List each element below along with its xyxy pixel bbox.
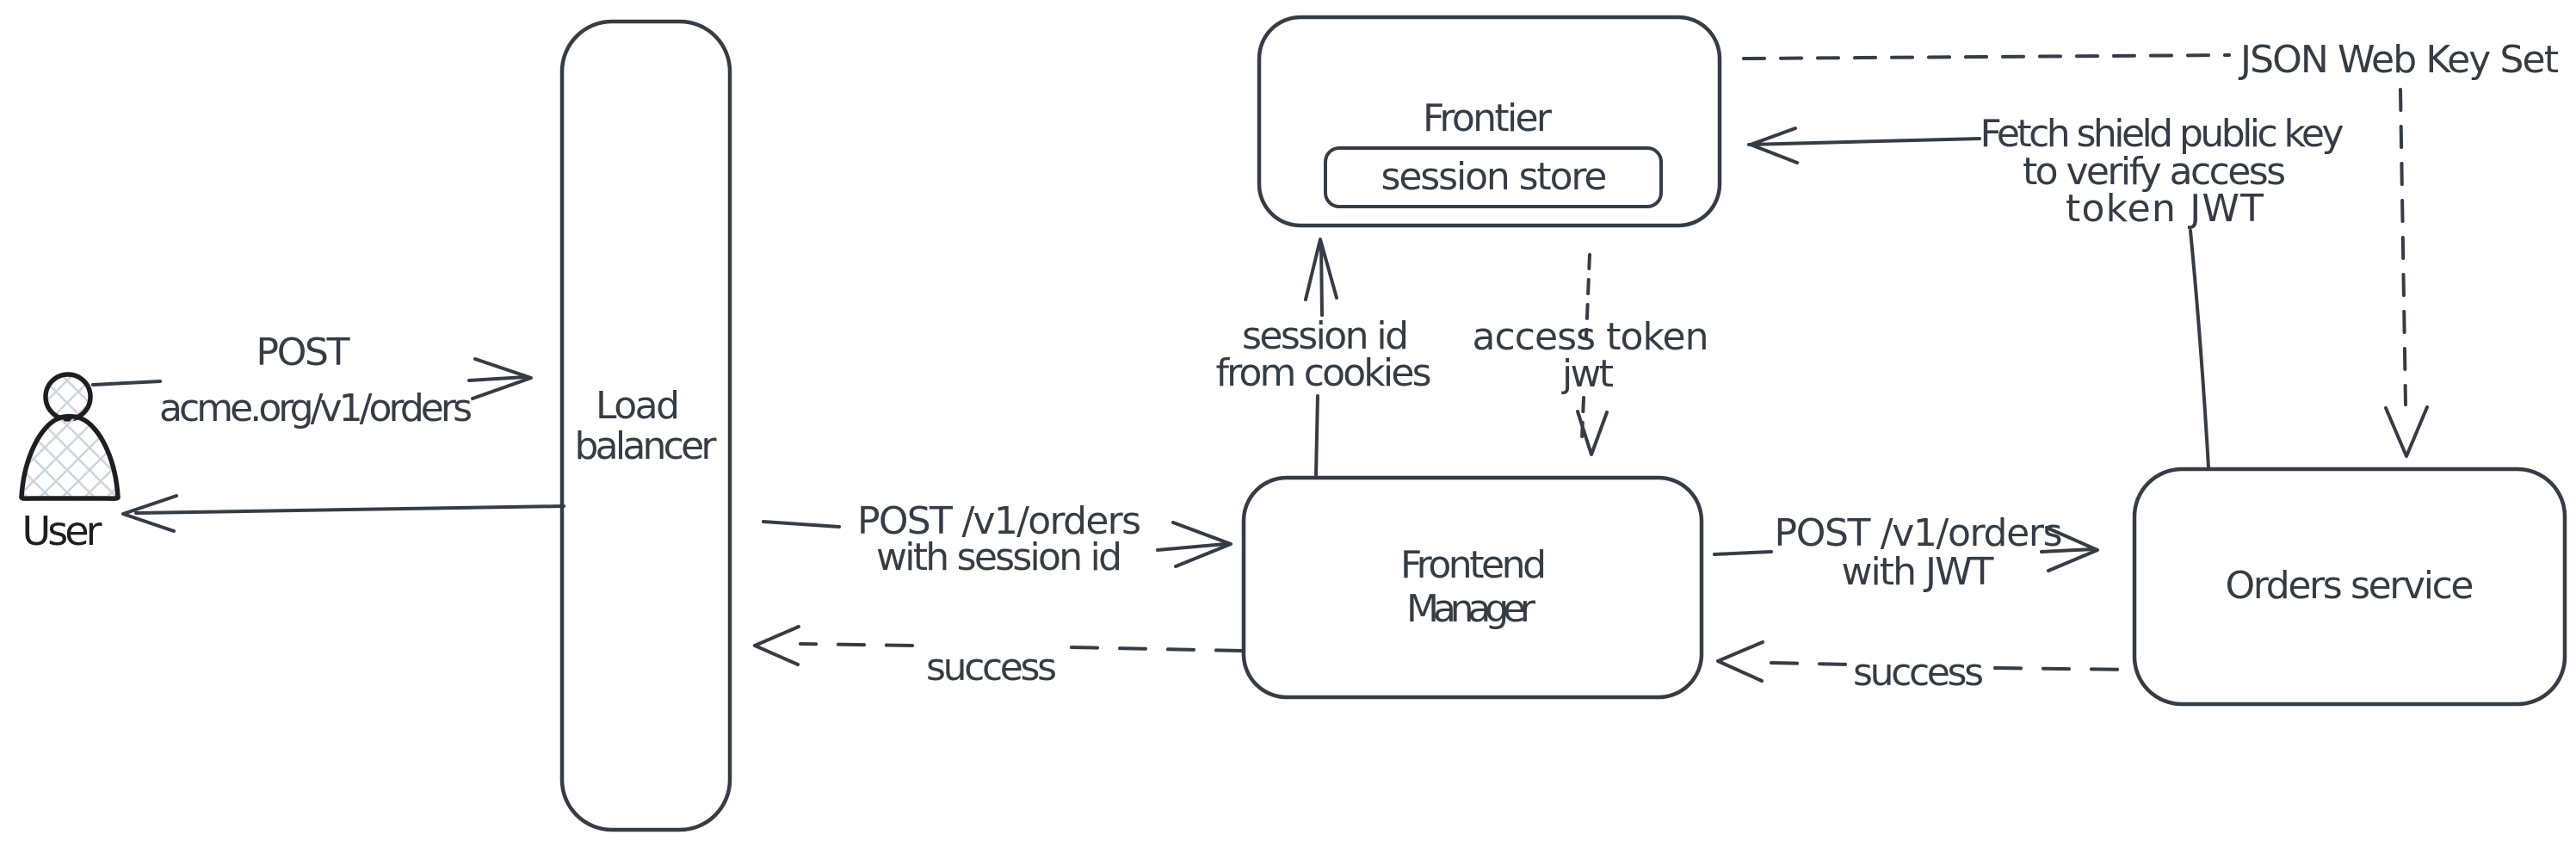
edge-session-id-arrow (1304, 238, 1338, 477)
load-balancer-box (559, 19, 732, 832)
arrowhead-right-icon (471, 357, 533, 400)
edge-fm-post-label-line2: with JWT (1842, 550, 1994, 594)
arrowhead-left-icon (121, 494, 178, 533)
edge-access-token-arrow (1576, 253, 1609, 456)
edge-fm-post-arrow (1713, 526, 2099, 572)
user-label: User (22, 508, 102, 554)
frontend-manager-label-line2: Manager (1406, 587, 1536, 631)
orders-service-box (2132, 467, 2567, 707)
edge-lb-response-arrow (121, 494, 565, 533)
edge-fm-success-label: success (1853, 651, 1984, 695)
edge-fetch-key-arrow (1747, 127, 2210, 469)
session-store-box (1324, 146, 1663, 208)
edge-jwks-vertical-arrow (2384, 88, 2429, 458)
edge-lb-post-arrow (762, 520, 1232, 568)
edge-access-token-label-line1: access token (1473, 315, 1709, 359)
edge-session-id-label-line1: session id (1242, 314, 1409, 358)
user-body-icon (19, 414, 120, 501)
arrowhead-right-icon (1171, 521, 1232, 568)
frontend-manager-label-line1: Frontend (1400, 543, 1547, 587)
arrowhead-down-icon (2384, 405, 2429, 458)
arrowhead-down-icon (1576, 410, 1609, 456)
user-icon (19, 372, 120, 501)
orders-service-label: Orders service (2226, 564, 2474, 608)
edge-lb-post-label-line2: with session id (876, 535, 1122, 579)
edge-fetch-key-label-line1: Fetch shield public key (1980, 112, 2344, 156)
arrowhead-right-icon (2045, 526, 2099, 572)
edge-lb-success-arrow (753, 625, 1244, 666)
edge-session-id-label-line2: from cookies (1216, 351, 1432, 395)
arrowhead-up-icon (1304, 238, 1338, 301)
edge-jwks-label: JSON Web Key Set (2238, 38, 2559, 82)
edge-user-post-arrow (91, 357, 533, 400)
load-balancer-label-line1: Load (596, 384, 680, 428)
edge-access-token-label-line2: jwt (1561, 352, 1614, 396)
session-store-label: session store (1381, 155, 1608, 199)
frontend-manager-box (1241, 475, 1704, 700)
edge-fetch-key-label-line2: to verify access (2023, 150, 2286, 194)
edge-fm-post-label-line1: POST /v1/orders (1775, 511, 2063, 555)
frontier-label: Frontier (1423, 96, 1553, 140)
edge-lb-post-label-line1: POST /v1/orders (857, 499, 1141, 543)
edge-user-post-label-line1: POST (256, 331, 350, 374)
load-balancer-label-line2: balancer (575, 424, 718, 468)
edge-lb-success-label: success (926, 646, 1057, 689)
user-head-icon (43, 372, 93, 422)
arrowhead-left-icon (1749, 127, 1799, 164)
edge-fm-success-arrow (1716, 640, 2133, 683)
edge-fetch-key-label-line3: token JWT (2066, 187, 2264, 231)
arrowhead-left-icon (753, 625, 800, 666)
arrowhead-left-icon (1716, 640, 1764, 683)
edge-jwks-horizontal-dashed-line (1742, 53, 2231, 60)
edge-user-post-label-line2: acme.org/v1/orders (159, 386, 473, 430)
